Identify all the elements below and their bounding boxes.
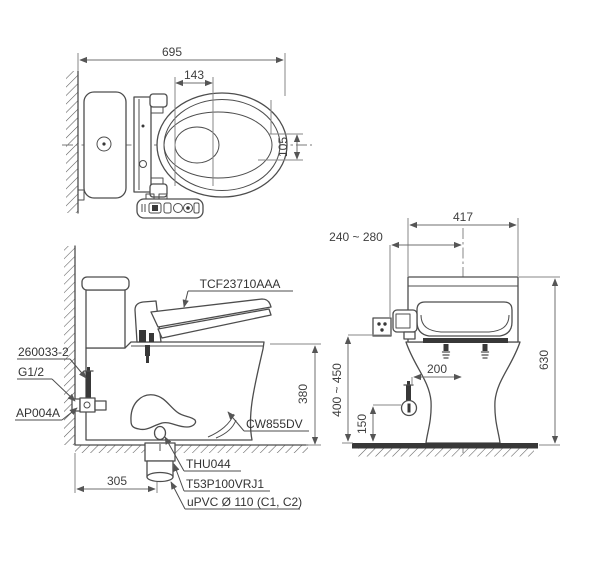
dim-380: 380	[296, 384, 310, 404]
floor-hatch	[358, 448, 534, 457]
dim-400-450: 400 ~ 450	[330, 363, 344, 417]
control-panel	[136, 193, 204, 219]
seat-front	[416, 301, 513, 337]
panel-dial	[173, 203, 183, 213]
hinge-bolt	[149, 333, 154, 342]
valve-outlet-stub	[94, 400, 107, 411]
leader-arrow	[69, 358, 87, 379]
label-supply-hose: 260033-2	[18, 345, 69, 359]
dim-150: 150	[355, 414, 369, 434]
side-view: TCF23710AAA 260033-2 G1/2 AP004A CW855DV…	[15, 245, 321, 510]
rear-view: 417 240 ~ 280 630 400 ~ 450 150 200	[329, 210, 560, 457]
washlet-dot	[141, 124, 145, 128]
valve-stem	[407, 403, 411, 413]
dim-630: 630	[537, 350, 551, 370]
leader-arrow	[182, 290, 189, 308]
label-thread-size: G1/2	[18, 365, 44, 379]
flush-button	[96, 136, 112, 152]
label-drain-pipe: uPVC Ø 110 (C1, C2)	[187, 495, 302, 509]
flush-button-dot	[102, 142, 106, 146]
mounting-bolt	[480, 344, 490, 359]
panel-button	[148, 202, 162, 214]
stop-valve-body	[79, 397, 96, 413]
washlet-seat-side	[157, 308, 272, 339]
power-outlet-icon	[372, 317, 392, 337]
panel-dial-dot	[186, 206, 190, 210]
panel-button	[163, 202, 172, 214]
washlet-body-top	[133, 96, 152, 193]
panel-button-glyph	[152, 205, 158, 211]
washlet-knob	[139, 160, 147, 168]
dim-305: 305	[107, 474, 127, 488]
panel-outline	[136, 198, 204, 219]
leader-arrow	[164, 436, 185, 472]
tank-bracket	[77, 189, 85, 201]
outlet-hole	[153, 425, 167, 441]
leader-arrow	[51, 378, 76, 402]
floor-hatch	[75, 445, 308, 453]
supply-tube	[406, 385, 411, 402]
top-view: 695 143 105	[62, 45, 312, 219]
water-inlet	[145, 345, 150, 356]
side-control-box	[392, 309, 418, 333]
dim-695: 695	[162, 45, 182, 59]
floor-bar	[352, 443, 538, 449]
dim-105: 105	[276, 137, 290, 157]
seat-inner-contour	[420, 314, 510, 333]
panel-button	[193, 202, 200, 214]
label-flange: THU044	[186, 457, 231, 471]
pedestal	[405, 341, 521, 444]
supply-tube-tip	[407, 381, 410, 385]
trapway-curve	[130, 394, 197, 431]
hinge-detail-bottom	[150, 177, 164, 185]
panel-dial	[183, 203, 193, 213]
supply-tube	[86, 371, 91, 398]
lid-outline	[156, 92, 288, 198]
side-control-bracket	[403, 331, 416, 340]
drain-pipe-end	[146, 471, 174, 483]
bowl-opening	[163, 111, 273, 179]
leader-arrow	[173, 463, 185, 492]
wall-hatch	[64, 246, 75, 445]
label-stop-valve: AP004A	[16, 406, 60, 420]
hinge-top	[149, 93, 168, 108]
dim-143: 143	[184, 68, 204, 82]
hinge-bolt	[139, 330, 146, 342]
tank-side	[85, 289, 126, 349]
hinge-detail-top	[150, 106, 164, 114]
wall-hatch	[66, 71, 78, 213]
dim-240-280: 240 ~ 280	[329, 230, 383, 244]
tank-lid	[81, 276, 130, 291]
seat-base-strip	[423, 338, 508, 343]
supply-tube-tip	[87, 367, 90, 371]
washlet-lid-side	[150, 298, 272, 328]
mounting-bolt	[441, 344, 451, 359]
side-control-inner	[395, 313, 411, 329]
label-bowl-model: CW855DV	[246, 417, 303, 431]
valve-screw	[83, 401, 91, 409]
leader-arrow	[170, 481, 186, 510]
label-washlet-model: TCF23710AAA	[200, 277, 281, 291]
label-outlet-pipe: T53P100VRJ1	[186, 477, 264, 491]
leader-arrow	[61, 407, 78, 421]
water-inlet-tip	[146, 356, 149, 363]
dim-417: 417	[453, 210, 473, 224]
bowl-base-curve	[215, 419, 237, 439]
dim-200: 200	[427, 362, 447, 376]
leader-arrow	[227, 411, 245, 432]
